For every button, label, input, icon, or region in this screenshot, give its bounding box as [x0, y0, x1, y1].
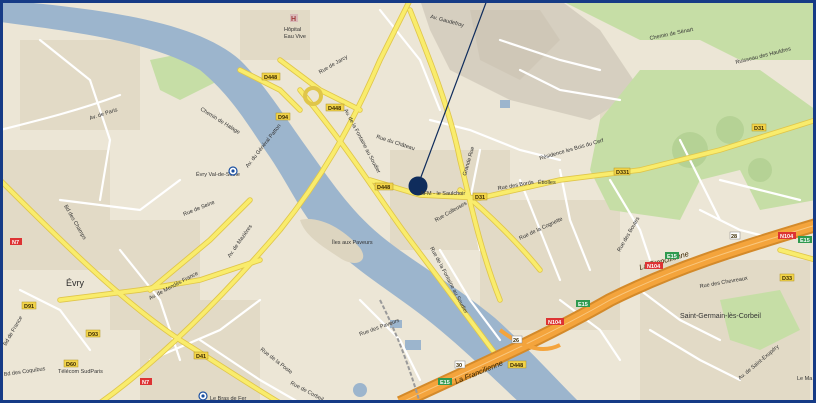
- svg-text:D331: D331: [616, 170, 629, 176]
- train-station-icon: [228, 166, 238, 176]
- shield-d448-d: D448: [507, 360, 527, 369]
- shield-d448-b: D448: [325, 103, 345, 112]
- shield-d60: D60: [63, 359, 79, 368]
- svg-text:D91: D91: [24, 304, 34, 310]
- shield-d91: D91: [21, 301, 37, 310]
- svg-text:N7: N7: [12, 240, 19, 246]
- svg-text:D31: D31: [754, 126, 764, 132]
- place-iles: Îles aux Paveurs: [331, 239, 373, 246]
- svg-text:D33: D33: [782, 276, 792, 282]
- place-labels: Évry Saint-Germain-lès-Corbeil Étiolles …: [58, 27, 813, 402]
- place-station-evry: Évry Val-de-Seine: [196, 171, 240, 178]
- route-shields: D448 D448 D448 D448 D31 D31 D331 D33 D91…: [10, 72, 812, 386]
- shield-n7-b: N7: [140, 378, 152, 386]
- svg-text:E15: E15: [800, 238, 810, 244]
- svg-text:28: 28: [731, 234, 737, 240]
- svg-text:D94: D94: [278, 115, 289, 121]
- svg-text:H: H: [291, 16, 296, 23]
- svg-text:D41: D41: [196, 354, 206, 360]
- shield-d33: D33: [779, 273, 795, 282]
- place-station-bras: Le Bras de Fer: [210, 396, 247, 402]
- location-marker-icon[interactable]: [408, 176, 428, 196]
- svg-text:E15: E15: [667, 254, 677, 260]
- shield-e15-a: E15: [798, 236, 812, 244]
- shield-d93: D93: [85, 329, 101, 338]
- shield-n30: 30: [454, 360, 466, 369]
- svg-text:N104: N104: [647, 264, 661, 270]
- seine-river: [0, 0, 580, 403]
- svg-text:D448: D448: [510, 363, 523, 369]
- svg-text:N7: N7: [142, 380, 149, 386]
- place-saint-germain: Saint-Germain-lès-Corbeil: [680, 313, 761, 320]
- shield-d41: D41: [193, 351, 209, 360]
- roundabout: [303, 86, 323, 106]
- svg-text:D448: D448: [264, 75, 277, 81]
- motorway-divider: [399, 224, 816, 403]
- shield-d31-a: D31: [472, 192, 488, 201]
- place-le-ma: Le Ma: [797, 376, 813, 382]
- minor-roads: [0, 8, 802, 403]
- shield-d331: D331: [613, 167, 631, 176]
- pin-leader-line: [417, 0, 488, 186]
- place-hospital: Hôpital: [284, 27, 301, 33]
- svg-text:30: 30: [456, 363, 462, 369]
- train-station-icon-2: [198, 391, 208, 401]
- place-evry: Évry: [66, 278, 85, 288]
- shield-e15-b: E15: [665, 252, 679, 260]
- shield-e15-c: E15: [576, 300, 590, 308]
- river-island: [300, 219, 364, 263]
- shield-n104-a: N104: [778, 232, 796, 240]
- railway: [379, 299, 421, 403]
- svg-text:D60: D60: [66, 362, 76, 368]
- shield-d94-a: D94: [275, 112, 291, 121]
- hospital-icon: H: [290, 14, 298, 23]
- shield-n104-b: N104: [645, 262, 663, 270]
- svg-text:E15: E15: [440, 380, 450, 386]
- shield-n26: 26: [511, 335, 523, 344]
- svg-text:E15: E15: [578, 302, 588, 308]
- shield-e15-d: E15: [438, 378, 452, 386]
- ponds: [353, 100, 510, 397]
- svg-text:D93: D93: [88, 332, 98, 338]
- shield-d448-a: D448: [261, 72, 281, 81]
- shield-n28: 28: [729, 231, 741, 240]
- shield-d31-b: D31: [751, 123, 767, 132]
- svg-text:D31: D31: [475, 195, 485, 201]
- svg-text:26: 26: [513, 338, 519, 344]
- place-etiolles: Étiolles: [538, 179, 556, 186]
- svg-text:D448: D448: [328, 106, 341, 112]
- svg-text:D448: D448: [377, 185, 390, 191]
- shield-n7-a: N7: [10, 238, 22, 246]
- shield-n104-c: N104: [546, 318, 564, 326]
- place-telecom: Télécom SudParis: [58, 369, 103, 375]
- marker-label: AFM - le Saulchoir: [420, 191, 465, 197]
- road-bd-coquibus: Bd des Coquibus: [3, 366, 46, 378]
- place-hospital-sub: Eau Vive: [284, 34, 306, 40]
- motorway-ramp: [498, 328, 561, 351]
- svg-text:N104: N104: [780, 234, 794, 240]
- shield-d448-c: D448: [374, 182, 394, 191]
- svg-text:N104: N104: [548, 320, 562, 326]
